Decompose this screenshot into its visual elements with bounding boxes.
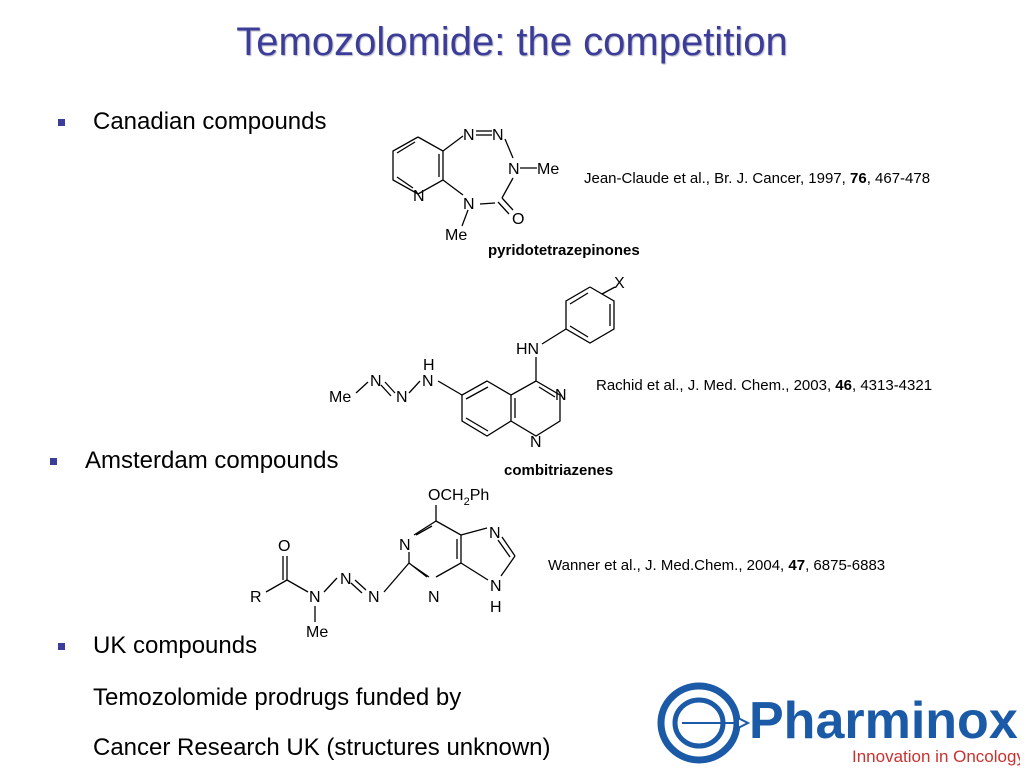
atom-label: N (530, 434, 542, 451)
atom-label: N (422, 373, 434, 390)
atom-label: N (508, 161, 520, 178)
atom-label: N (463, 196, 475, 213)
atom-label: N (413, 188, 425, 205)
section-label-amsterdam: Amsterdam compounds (85, 447, 339, 474)
atom-label: HN (516, 341, 539, 358)
bullet-icon (58, 643, 65, 650)
reference-citation: Jean-Claude et al., Br. J. Cancer, 1997,… (584, 170, 931, 187)
section-label-uk: UK compounds (93, 632, 258, 659)
atom-label: O (512, 211, 524, 228)
atom-label: OCH2Ph (428, 487, 489, 508)
atom-label: N (492, 127, 504, 144)
bullet-icon (58, 119, 65, 126)
atom-label: N (309, 589, 321, 606)
atom-label: N (368, 589, 380, 606)
uk-line-2: Cancer Research UK (structures unknown) (93, 734, 551, 761)
atom-label: H (423, 357, 435, 374)
atom-label: Me (445, 227, 467, 244)
atom-label: N (463, 127, 475, 144)
atom-label: N (340, 571, 352, 588)
atom-label: N (399, 537, 411, 554)
logo-swirl-icon (657, 682, 751, 764)
atom-label: Me (306, 624, 328, 641)
atom-label: X (614, 275, 625, 292)
logo-tagline: Innovation in Oncology (852, 747, 1020, 766)
reference-citation: Rachid et al., J. Med. Chem., 2003, 46, … (596, 377, 933, 394)
atom-label: N (396, 389, 408, 406)
compound-name: combitriazenes (504, 462, 614, 479)
reference-citation: Wanner et al., J. Med.Chem., 2004, 47, 6… (548, 557, 886, 574)
atom-label: R (250, 589, 262, 606)
slide-title: Temozolomide: the competition (236, 20, 788, 64)
atom-label: N (490, 578, 502, 595)
atom-label: N (428, 589, 440, 606)
compound-name: pyridotetrazepinones (488, 242, 640, 259)
uk-line-1: Temozolomide prodrugs funded by (93, 684, 462, 711)
logo-wordmark: Pharminox (749, 692, 1018, 750)
atom-label: O (278, 538, 290, 555)
atom-label: Me (537, 161, 559, 178)
atom-label: Me (329, 389, 351, 406)
section-label-canadian: Canadian compounds (93, 108, 327, 135)
atom-label: N (489, 525, 501, 542)
pharminox-logo: Pharminox Innovation in Oncology (657, 682, 1020, 766)
bullet-icon (50, 458, 57, 465)
atom-label: N (370, 373, 382, 390)
atom-label: N (555, 387, 567, 404)
atom-label: H (490, 599, 502, 616)
